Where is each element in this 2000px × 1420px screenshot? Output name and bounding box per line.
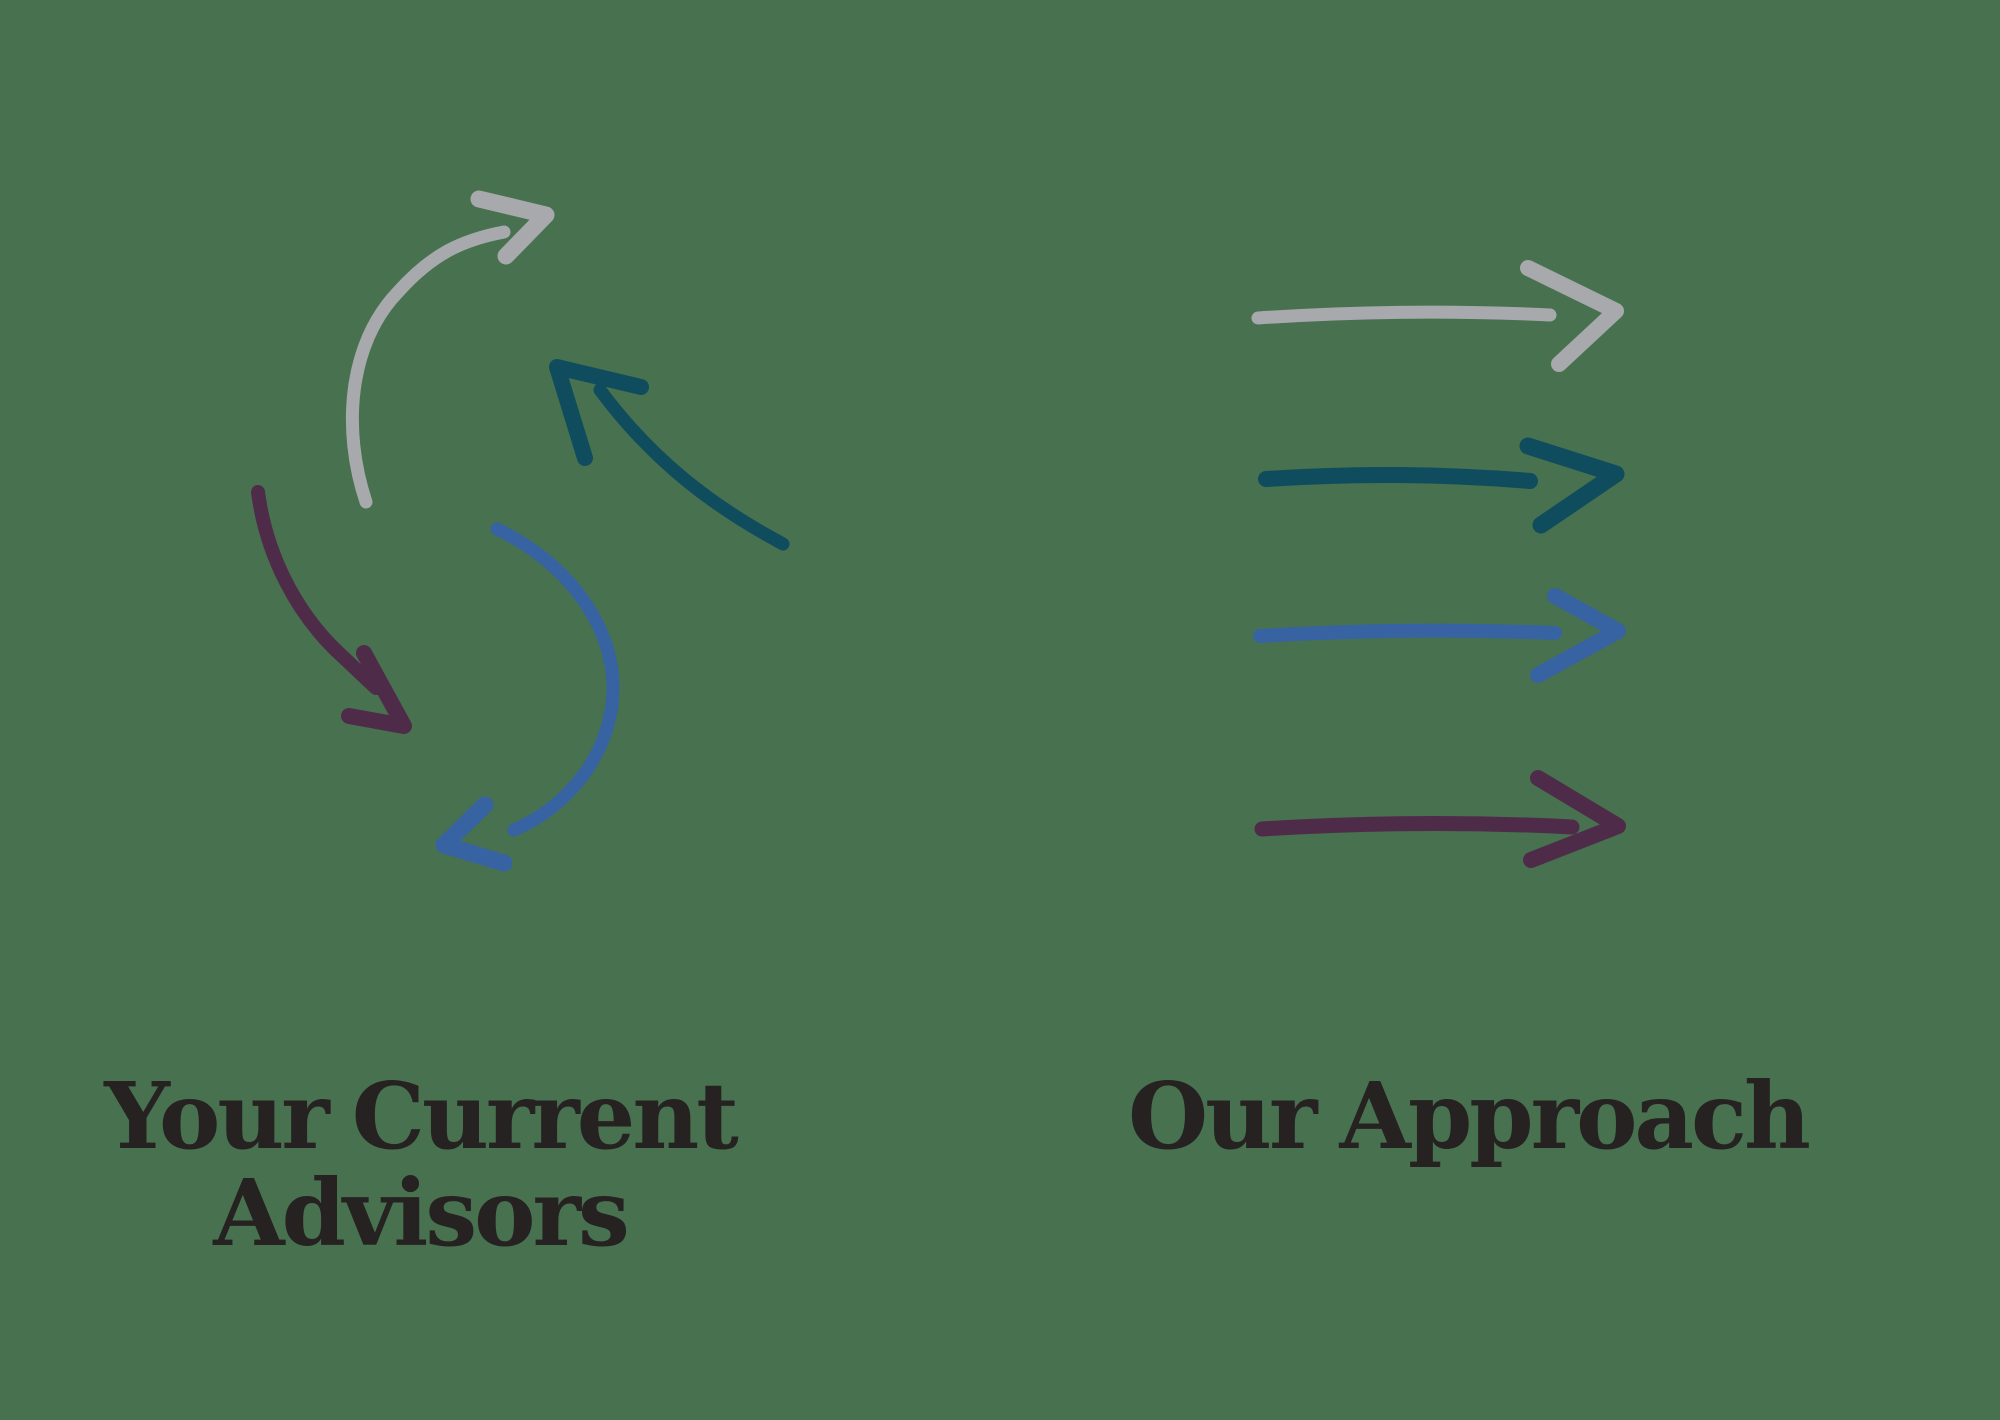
teal-straight-arrow (1258, 437, 1625, 534)
chaos-arrows-illustration (251, 190, 790, 872)
teal-curved-arrow (549, 359, 790, 551)
purple-straight-arrow (1254, 770, 1626, 868)
right-panel-label-text: Our Approach (1128, 1062, 1811, 1170)
purple-curved-arrow (251, 485, 412, 734)
left-panel-label-line2: Advisors (213, 1158, 630, 1267)
aligned-arrows-illustration (1251, 260, 1626, 868)
left-panel-label-line1: Your Current (104, 1062, 738, 1170)
blue-curved-arrow (435, 522, 620, 872)
left-panel-label: Your Current Advisors (20, 1068, 820, 1261)
right-panel-label: Our Approach (1068, 1068, 1868, 1165)
blue-straight-arrow (1253, 588, 1626, 683)
gray-curved-arrow (345, 190, 555, 509)
gray-straight-arrow (1251, 260, 1624, 372)
